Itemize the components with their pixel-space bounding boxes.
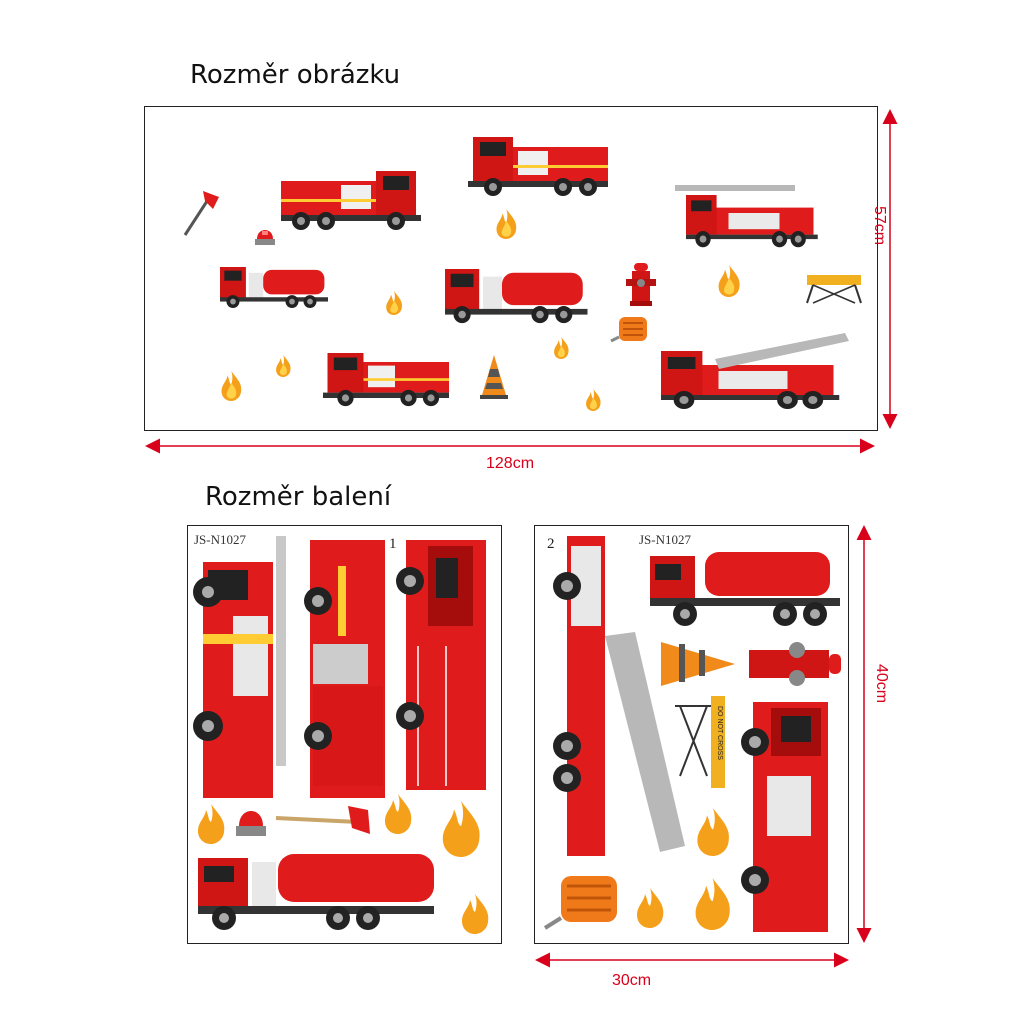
package-size-heading: Rozměr balení (205, 482, 392, 512)
fire-truck-1 (281, 171, 421, 230)
preview-artwork (183, 137, 862, 411)
beacon-icon (236, 811, 266, 836)
flame-icon (385, 794, 412, 834)
image-width-label: 128cm (486, 455, 535, 472)
barrier-text: DO NOT CROSS (716, 706, 723, 760)
ladder-arm-2 (715, 333, 849, 369)
flame-icon (695, 878, 730, 930)
flame-icon (554, 337, 569, 359)
sheet-code: JS-N1027 (194, 532, 247, 547)
tanker-truck (198, 854, 434, 930)
barrier-icon: DO NOT CROSS (675, 696, 725, 788)
sheet-height-label: 40cm (873, 664, 890, 704)
vertical-truck-2 (304, 540, 385, 798)
flame-icon (718, 265, 740, 297)
fire-truck-2 (468, 137, 608, 196)
beacon-icon (255, 230, 275, 245)
flame-icon (442, 801, 480, 857)
tanker-truck-2 (445, 269, 588, 324)
sheet-number: 1 (389, 536, 397, 552)
vertical-truck-1 (193, 536, 286, 798)
flame-icon (386, 291, 402, 315)
hose-reel-icon (609, 315, 649, 343)
flame-icon (637, 888, 664, 928)
flame-icon (697, 808, 729, 856)
ladder-arm-1 (675, 185, 795, 191)
flame-icon (462, 894, 489, 934)
flame-icon (276, 355, 291, 377)
cone-icon (480, 355, 508, 399)
sheet-2-artwork: DO NOT CROSS (543, 536, 841, 932)
vertical-fire-truck (741, 702, 828, 932)
sticker-sheet-2: 2 JS-N1027 (534, 525, 849, 944)
sticker-sheet-1: JS-N1027 1 (187, 525, 502, 944)
sheet-width-label: 30cm (612, 972, 652, 989)
vertical-truck-3 (396, 540, 486, 790)
axe-icon (275, 806, 370, 834)
image-height-label: 57cm (871, 206, 888, 246)
axe-icon (183, 189, 221, 237)
hose-reel-icon (543, 876, 617, 930)
tanker-truck (650, 552, 840, 626)
fire-truck-3 (323, 353, 449, 407)
flame-icon (496, 209, 517, 239)
barrier-icon (806, 274, 862, 304)
ladder-truck-1 (686, 195, 818, 248)
sheet-1-artwork (193, 536, 489, 934)
sheet-number: 2 (547, 536, 555, 552)
flame-icon (586, 389, 601, 411)
hydrant-icon (749, 642, 841, 686)
flame-icon (221, 371, 242, 401)
vertical-ladder-truck (553, 536, 685, 856)
cone-icon (661, 642, 735, 686)
tanker-truck-1 (220, 267, 328, 309)
image-size-heading: Rozměr obrázku (190, 60, 401, 90)
flame-icon (198, 804, 225, 844)
sheet-code: JS-N1027 (639, 532, 692, 547)
hydrant-icon (626, 263, 656, 306)
wall-sticker-preview (144, 106, 878, 431)
